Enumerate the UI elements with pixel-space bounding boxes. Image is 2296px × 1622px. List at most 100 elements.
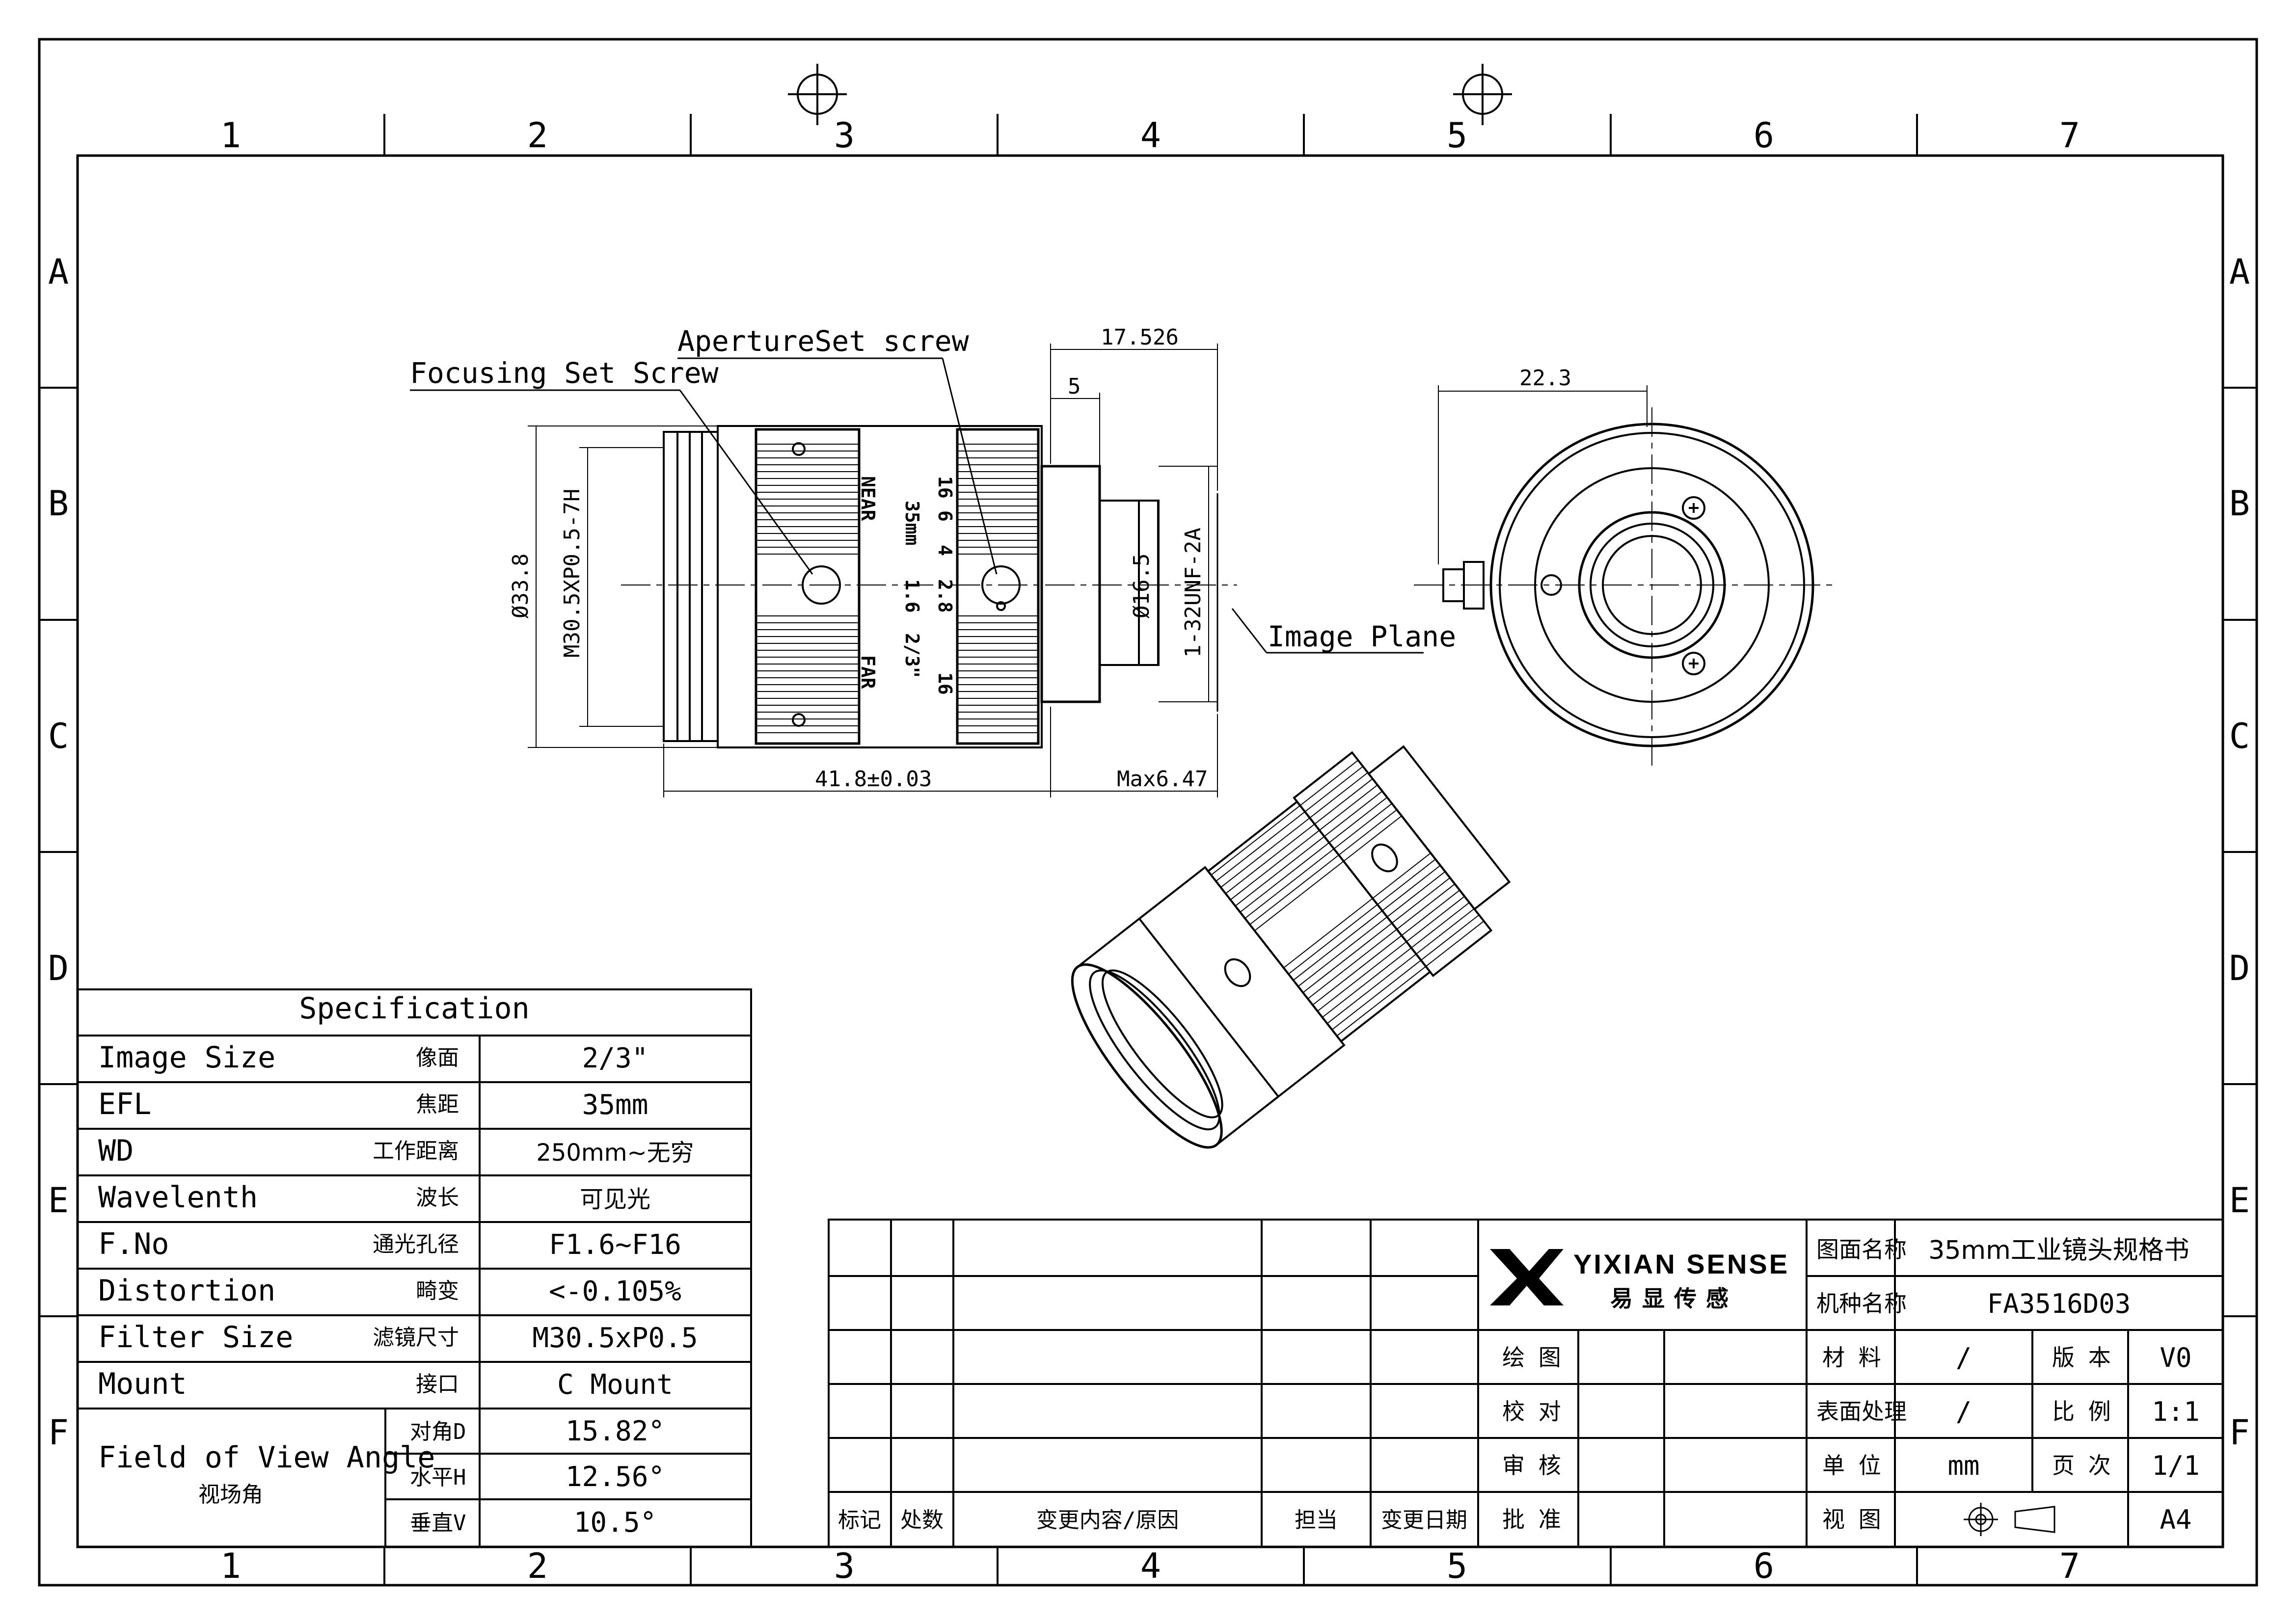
spec-label-cn: 滤镜尺寸 bbox=[373, 1325, 459, 1350]
knurl-line bbox=[1288, 904, 1378, 975]
col-label: 5 bbox=[1447, 1546, 1467, 1586]
spec-table-grid bbox=[77, 988, 752, 1548]
fov-value: 10.5° bbox=[574, 1507, 657, 1539]
knurl-line bbox=[1331, 959, 1422, 1030]
brand-name: YIXIAN SENSE bbox=[1573, 1249, 1789, 1279]
col-label: 4 bbox=[1140, 1546, 1161, 1586]
spec-label-cn: 焦距 bbox=[416, 1092, 459, 1117]
revision-table-grid bbox=[828, 1219, 1479, 1548]
signoff-approve: 批 准 bbox=[1502, 1506, 1561, 1533]
knurl-line bbox=[1372, 852, 1431, 899]
col-label: 2 bbox=[527, 1546, 548, 1586]
fov-label: Field of View Angle bbox=[98, 1440, 435, 1475]
col-label: 3 bbox=[834, 1546, 855, 1586]
spec-value: F1.6~F16 bbox=[549, 1229, 681, 1261]
spec-label-cn: 波长 bbox=[416, 1185, 459, 1210]
leaders bbox=[410, 357, 1424, 712]
dimension-texts-side: 17.526 5 Ø33.8 M30.5XP0.5-7H Ø16.5 1-32U… bbox=[508, 325, 1208, 792]
row-labels-left: A B C D E F bbox=[48, 252, 69, 1453]
brand-char-cn: 易 bbox=[1610, 1285, 1633, 1312]
signoff-draw: 绘 图 bbox=[1502, 1344, 1561, 1371]
spec-value: 35mm bbox=[582, 1089, 648, 1121]
surface-value: / bbox=[1956, 1396, 1972, 1427]
row-label: B bbox=[48, 483, 69, 524]
page-label: 页 次 bbox=[2052, 1452, 2111, 1479]
knurl-line bbox=[1387, 871, 1446, 918]
model-label: 机种名称 bbox=[1816, 1290, 1907, 1317]
col-label: 6 bbox=[1754, 1546, 1774, 1586]
row-label: C bbox=[48, 716, 69, 756]
spec-label-cn: 工作距离 bbox=[373, 1139, 459, 1164]
spec-label-cn: 接口 bbox=[416, 1372, 459, 1397]
brand-logo-icon bbox=[1490, 1249, 1564, 1305]
col-label: 7 bbox=[2059, 115, 2080, 156]
projection-symbol-icon bbox=[1964, 1503, 2055, 1536]
spec-label-cn: 像面 bbox=[416, 1045, 459, 1070]
sheet-size: A4 bbox=[2160, 1504, 2191, 1535]
knurl-lines-iso bbox=[1211, 760, 1485, 1037]
knurl-line bbox=[1230, 830, 1320, 901]
row-label: C bbox=[2229, 716, 2250, 756]
dim-17-526: 17.526 bbox=[1101, 325, 1179, 350]
lens-front-view bbox=[1414, 385, 1836, 766]
knurl-line bbox=[1211, 805, 1300, 876]
knurl-line bbox=[1382, 865, 1441, 911]
dim-22-3: 22.3 bbox=[1519, 366, 1571, 391]
brand-char-cn: 传 bbox=[1674, 1285, 1697, 1312]
knurl-line bbox=[1343, 815, 1402, 862]
knurl-line bbox=[1338, 809, 1397, 856]
spec-label: Wavelenth bbox=[98, 1180, 258, 1215]
spec-title: Specification bbox=[299, 991, 530, 1026]
col-label: 6 bbox=[1754, 115, 1774, 156]
knurl-line bbox=[1283, 898, 1373, 968]
col-label: 4 bbox=[1140, 115, 1161, 156]
drawing-name-label: 图面名称 bbox=[1816, 1236, 1907, 1263]
scale-value: 1:1 bbox=[2152, 1396, 2200, 1427]
view-label: 视 图 bbox=[1822, 1506, 1881, 1533]
spec-label-cn: 畸变 bbox=[416, 1278, 459, 1303]
column-labels-bottom: 1 2 3 4 5 6 7 bbox=[220, 1546, 2080, 1586]
fov-row-label: 对角D bbox=[410, 1419, 466, 1444]
knurl-line bbox=[1220, 817, 1310, 888]
row-label: D bbox=[2229, 948, 2250, 988]
rev-header: 担当 bbox=[1295, 1508, 1338, 1533]
fov-row-label: 垂直V bbox=[410, 1511, 466, 1536]
brand-char-cn: 感 bbox=[1706, 1285, 1729, 1312]
row-label: E bbox=[48, 1180, 69, 1221]
spec-label: Filter Size bbox=[98, 1320, 293, 1355]
dim-max: Max6.47 bbox=[1117, 767, 1208, 792]
surface-label: 表面处理 bbox=[1816, 1398, 1907, 1425]
row-labels-right: A B C D E F bbox=[2229, 252, 2250, 1453]
dim-diameter-16-5: Ø16.5 bbox=[1129, 554, 1154, 618]
lens-side-markings: NEAR FAR 35mm 1.6 2/3" 16 6 4 2.8 16 bbox=[857, 476, 956, 695]
col-label: 5 bbox=[1447, 115, 1467, 156]
row-label: B bbox=[2229, 483, 2250, 524]
title-block-values: 35mm工业镜头规格书 FA3516D03 / / mm V0 1:1 1/1 … bbox=[1928, 1236, 2200, 1535]
knurl-line bbox=[1297, 916, 1388, 987]
rev-header: 标记 bbox=[838, 1508, 881, 1533]
col-label: 2 bbox=[527, 115, 548, 156]
column-labels-top: 1 2 3 4 5 6 7 bbox=[220, 115, 2080, 156]
row-label: F bbox=[48, 1412, 69, 1453]
knurl-line bbox=[1302, 923, 1393, 993]
col-label: 1 bbox=[220, 115, 241, 156]
near-label: NEAR bbox=[857, 476, 879, 521]
col-label: 1 bbox=[220, 1546, 241, 1586]
rev-header: 变更内容/原因 bbox=[1036, 1508, 1179, 1533]
spec-label: EFL bbox=[98, 1087, 151, 1121]
fov-value: 15.82° bbox=[566, 1415, 665, 1447]
unit-value: mm bbox=[1947, 1450, 1979, 1481]
row-label: D bbox=[48, 948, 69, 988]
aperture-set-screw-label: ApertureSet screw bbox=[677, 324, 969, 358]
knurl-line bbox=[1235, 836, 1325, 906]
knurl-line bbox=[1396, 883, 1456, 930]
knurl-line bbox=[1317, 941, 1407, 1012]
knurl-line bbox=[1401, 890, 1460, 936]
focusing-set-screw-label: Focusing Set Screw bbox=[410, 356, 719, 390]
row-label: E bbox=[2229, 1180, 2250, 1221]
knurl-line bbox=[1420, 914, 1480, 961]
knurl-line bbox=[1309, 772, 1368, 819]
knurl-line bbox=[1244, 848, 1334, 919]
spec-value: <-0.105% bbox=[549, 1276, 681, 1307]
